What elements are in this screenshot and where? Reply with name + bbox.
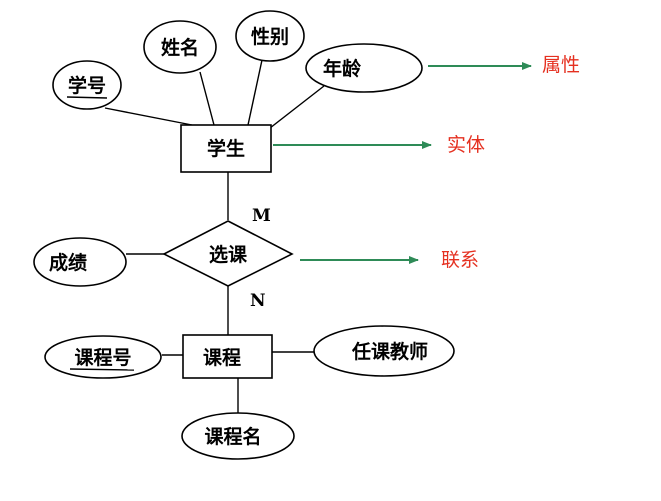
legend-entity: 实体 — [273, 134, 485, 156]
entity-label: 学生 — [207, 137, 245, 160]
entity-box — [182, 334, 273, 379]
edge-student-age — [269, 85, 325, 129]
attribute-grade: 成绩 — [33, 237, 127, 287]
attribute-student-name: 姓名 — [143, 20, 217, 74]
attribute-label: 年龄 — [323, 57, 362, 80]
attribute-student-age: 年龄 — [305, 43, 423, 93]
attribute-course-name: 课程名 — [181, 412, 295, 460]
cardinality-m: M — [252, 206, 271, 226]
attribute-ellipse — [305, 43, 423, 93]
attribute-ellipse — [235, 10, 305, 62]
edge-student-id — [104, 107, 193, 126]
cardinality-n: N — [250, 291, 266, 311]
attribute-ellipse — [313, 325, 455, 377]
attribute-ellipse — [143, 20, 217, 74]
attribute-label: 任课教师 — [351, 340, 428, 363]
legend-label: 属性 — [542, 54, 580, 76]
attribute-label: 课程号 — [74, 347, 131, 369]
entity-box — [180, 124, 272, 173]
attribute-label: 姓名 — [161, 36, 199, 59]
relationship-enroll: 选课 — [162, 220, 294, 287]
attribute-label: 学号 — [68, 74, 106, 97]
attribute-ellipse — [33, 237, 127, 287]
attribute-label: 课程名 — [204, 425, 261, 448]
relationship-label: 选课 — [209, 244, 248, 266]
legend-relationship: 联系 — [300, 249, 479, 271]
entity-student: 学生 — [180, 124, 272, 173]
attribute-course-id: 课程号 — [44, 335, 162, 379]
primary-key-underline — [69, 368, 135, 371]
attribute-student-gender: 性别 — [235, 10, 305, 62]
attribute-label: 成绩 — [49, 251, 87, 274]
attribute-student-id: 学号 — [52, 60, 122, 110]
entity-label: 课程 — [203, 347, 241, 369]
relationship-diamond — [162, 220, 294, 287]
primary-key-underline — [66, 96, 108, 99]
edge-student-name — [199, 71, 215, 126]
attribute-ellipse — [181, 412, 295, 460]
legend-label: 联系 — [441, 249, 479, 271]
connector-lines — [104, 59, 325, 415]
attribute-ellipse — [44, 335, 162, 379]
entity-course: 课程 — [182, 334, 273, 379]
legend-label: 实体 — [447, 134, 485, 156]
edge-student-gender — [247, 59, 263, 126]
attribute-course-teacher: 任课教师 — [313, 325, 455, 377]
attribute-label: 性别 — [251, 25, 289, 48]
legend-attribute: 属性 — [428, 54, 580, 76]
